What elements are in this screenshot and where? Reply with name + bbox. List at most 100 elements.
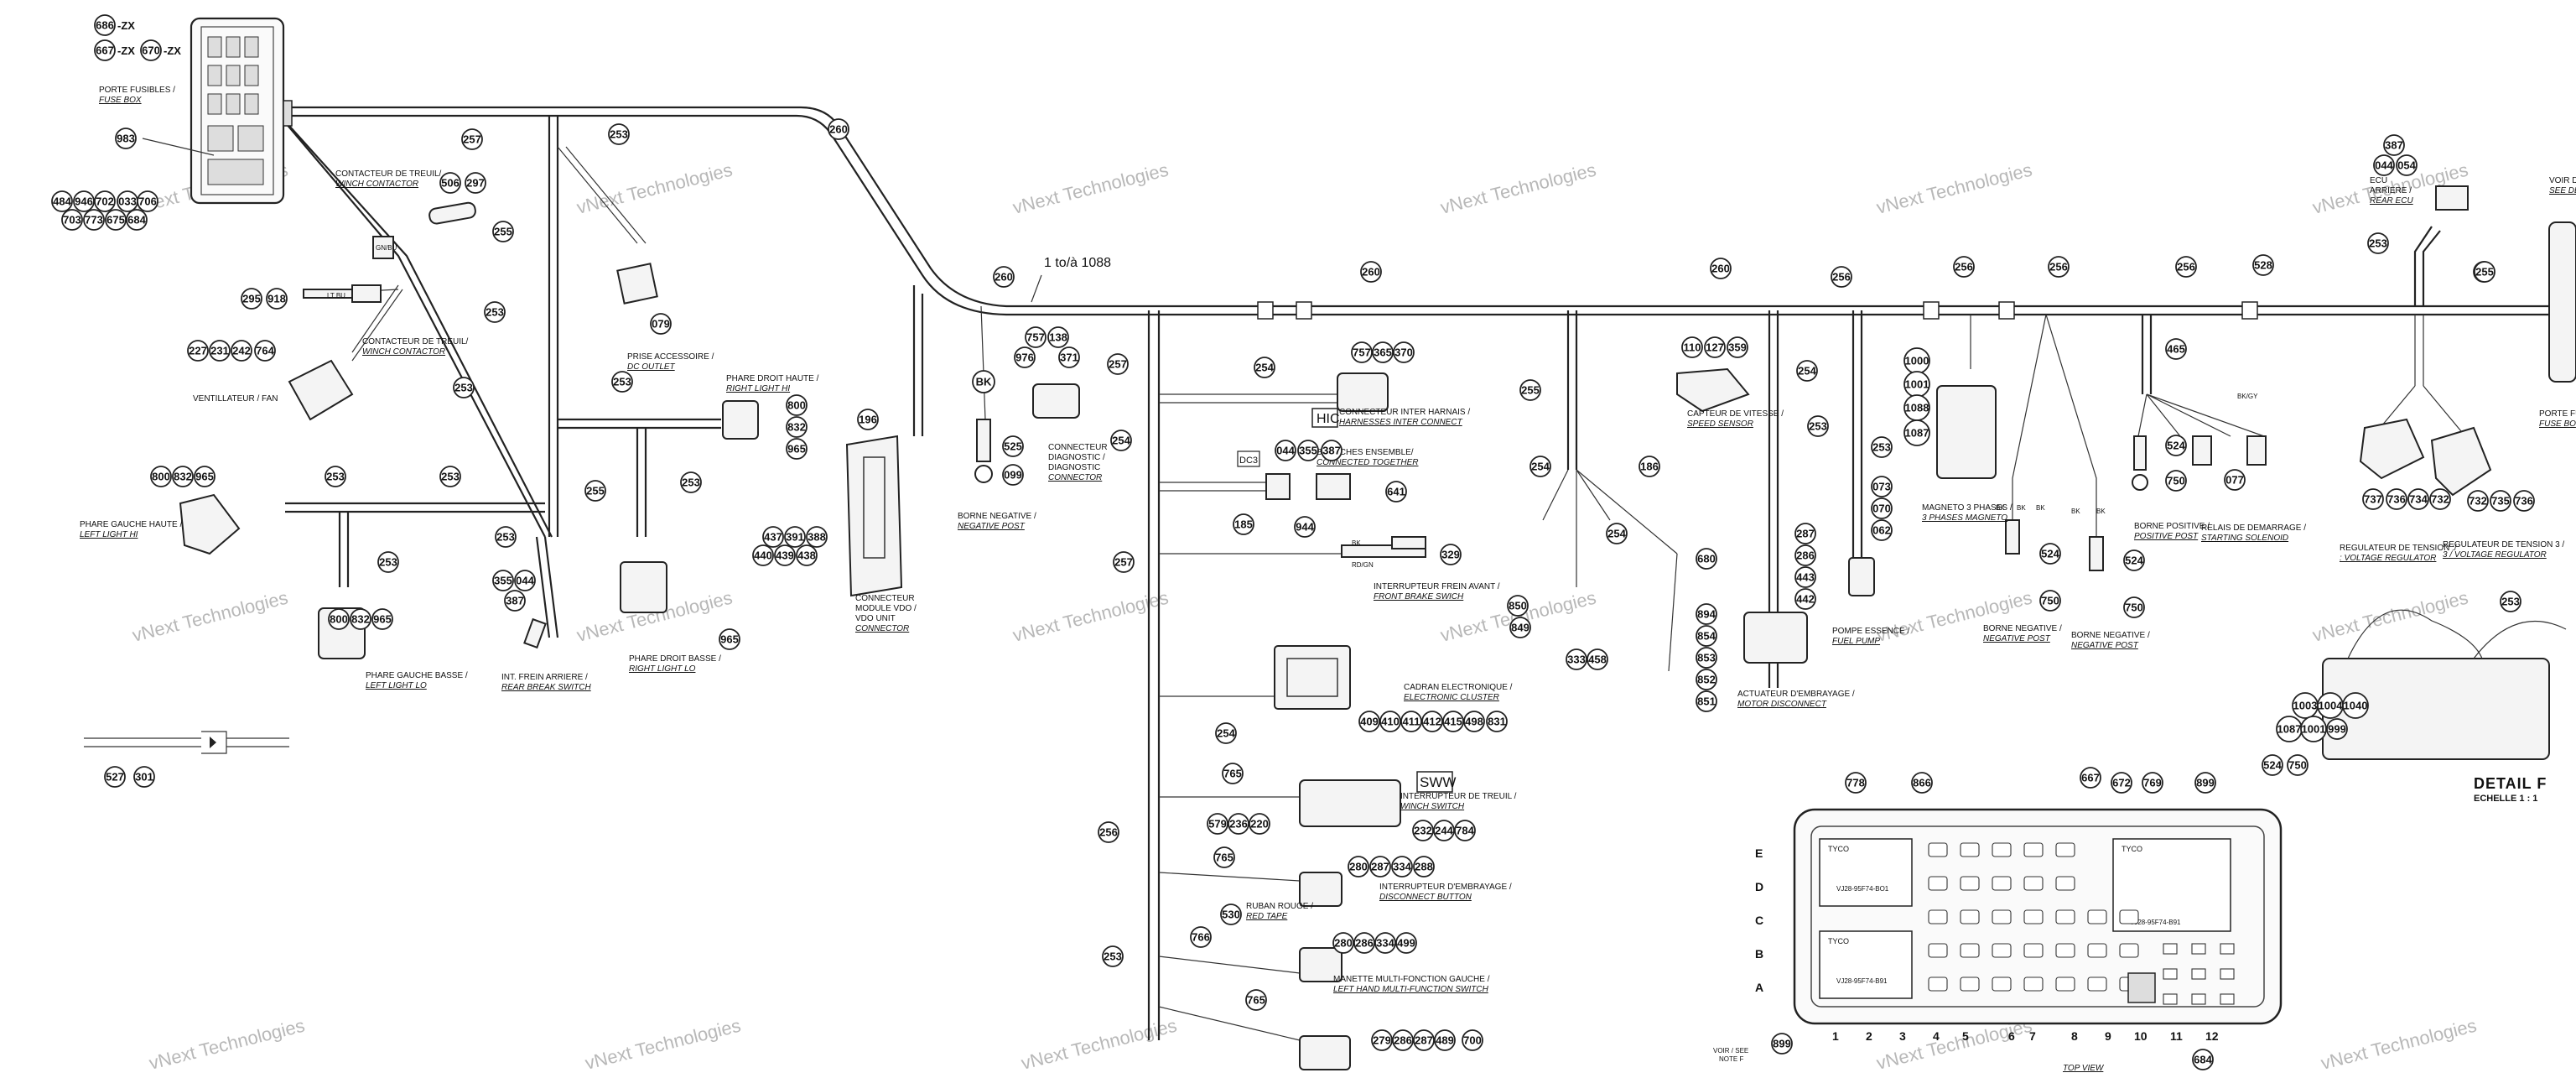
negative-post-terminal	[2005, 519, 2020, 555]
callout-280: 280	[1348, 856, 1369, 878]
label-pos-post: BORNE POSITIVE /	[2134, 522, 2210, 531]
label-winch-switch: INTERRUPTEUR DE TREUIL /	[1400, 792, 1517, 801]
fuse-slot	[1928, 909, 1948, 924]
svg-text:832: 832	[351, 613, 370, 626]
callout-527: 527	[104, 766, 126, 788]
svg-text:750: 750	[2041, 595, 2059, 607]
callout-253: 253	[453, 377, 475, 398]
svg-text:253: 253	[441, 471, 460, 483]
connector	[372, 236, 394, 259]
svg-text:257: 257	[463, 133, 481, 146]
callout-329: 329	[1440, 544, 1462, 565]
callout-700: 700	[1462, 1029, 1483, 1051]
label-disconnect-button: DISCONNECT BUTTON	[1379, 893, 1472, 902]
harness-sleeve	[1998, 301, 2015, 320]
svg-text:757: 757	[1026, 331, 1045, 344]
wire-code: BK	[1996, 504, 2005, 512]
callout-438: 438	[796, 544, 818, 566]
callout-062: 062	[1871, 519, 1893, 541]
svg-text:944: 944	[1296, 521, 1314, 534]
callout-409: 409	[1358, 711, 1380, 732]
callout-443: 443	[1794, 566, 1816, 588]
callout-070: 070	[1871, 497, 1893, 519]
multi-function-switch-connector	[1299, 947, 1343, 982]
callout-757: 757	[1351, 341, 1373, 363]
svg-text:458: 458	[1588, 654, 1607, 666]
svg-text:329: 329	[1441, 549, 1460, 561]
label-tail-b: PORTE FUSI	[2539, 409, 2576, 419]
callout-073: 073	[1871, 476, 1893, 497]
fuse-slot	[1928, 976, 1948, 992]
callout-849: 849	[1509, 617, 1531, 638]
callout-415: 415	[1442, 711, 1464, 732]
harness-sleeve	[1923, 301, 1940, 320]
label-regulator-a: : VOLTAGE REGULATOR	[2340, 554, 2436, 563]
svg-text:387: 387	[1322, 445, 1341, 457]
svg-text:301: 301	[135, 771, 153, 784]
callout-253: 253	[611, 371, 633, 393]
svg-text:946: 946	[75, 195, 93, 208]
grid-row-label: D	[1755, 880, 1763, 893]
svg-text:667: 667	[96, 44, 114, 57]
svg-text:253: 253	[613, 376, 631, 388]
fuse-slot	[1960, 943, 1980, 958]
svg-text:736: 736	[2387, 493, 2406, 506]
callout-498: 498	[1463, 711, 1485, 732]
callout-255: 255	[492, 221, 514, 242]
svg-text:359: 359	[1728, 341, 1747, 354]
svg-text:784: 784	[1456, 825, 1474, 837]
svg-text:800: 800	[787, 399, 806, 412]
svg-text:778: 778	[1846, 777, 1865, 789]
svg-text:286: 286	[1796, 549, 1815, 562]
callout-253: 253	[495, 526, 517, 548]
callout-127: 127	[1704, 336, 1726, 358]
tyco-label: TYCO	[1828, 937, 1849, 945]
svg-text:227: 227	[189, 345, 207, 357]
callout-257: 257	[461, 128, 483, 150]
svg-text:750: 750	[2125, 601, 2143, 614]
svg-text:288: 288	[1415, 861, 1433, 873]
svg-text:253: 253	[1104, 950, 1122, 963]
callout-1001: 1001	[1903, 371, 1930, 398]
fuse-slot	[2087, 909, 2107, 924]
label-magneto: MAGNETO 3 PHASES /	[1922, 503, 2012, 513]
grid-col-label: 10	[2134, 1029, 2148, 1043]
svg-text:702: 702	[96, 195, 114, 208]
callout: BK	[972, 370, 995, 393]
callout-702: 702	[94, 190, 116, 212]
svg-text:703: 703	[63, 214, 81, 227]
svg-text:355: 355	[494, 575, 512, 587]
callout-254: 254	[1215, 722, 1237, 744]
callout-918: 918	[266, 288, 288, 310]
harness-sleeve	[2241, 301, 2258, 320]
callout-1003: 1003	[2292, 692, 2319, 719]
callout-832: 832	[786, 416, 808, 438]
callout-286: 286	[1353, 932, 1375, 954]
fuse-slot	[1960, 976, 1980, 992]
label-fan: VENTILLATEUR / FAN	[193, 394, 278, 404]
winch-contactor	[428, 201, 476, 225]
svg-text:686: 686	[96, 19, 114, 32]
watermark: vNext Technologies	[2319, 1015, 2479, 1074]
svg-text:257: 257	[1114, 556, 1133, 569]
callout-672: 672	[2111, 772, 2132, 794]
callout-524: 524	[2165, 435, 2187, 456]
label-red-tape: RED TAPE	[1246, 912, 1288, 921]
svg-text:579: 579	[1208, 818, 1227, 831]
svg-text:253: 253	[454, 382, 473, 394]
callout-765: 765	[1213, 846, 1235, 868]
fuse-slot	[1992, 876, 2012, 891]
branch-wire	[565, 146, 647, 244]
callout-524: 524	[2039, 543, 2061, 565]
callout-750: 750	[2039, 590, 2061, 612]
callout-242: 242	[231, 340, 252, 362]
svg-text:976: 976	[1015, 352, 1034, 364]
svg-text:220: 220	[1250, 818, 1269, 831]
callout-684: 684	[2192, 1049, 2214, 1070]
fuse-slot	[1928, 876, 1948, 891]
svg-text:054: 054	[2397, 159, 2416, 172]
fuse-box-partial	[2548, 221, 2576, 383]
fuse-slot	[2220, 943, 2235, 955]
callout-387: 387	[504, 590, 526, 612]
svg-text:365: 365	[1374, 346, 1392, 359]
